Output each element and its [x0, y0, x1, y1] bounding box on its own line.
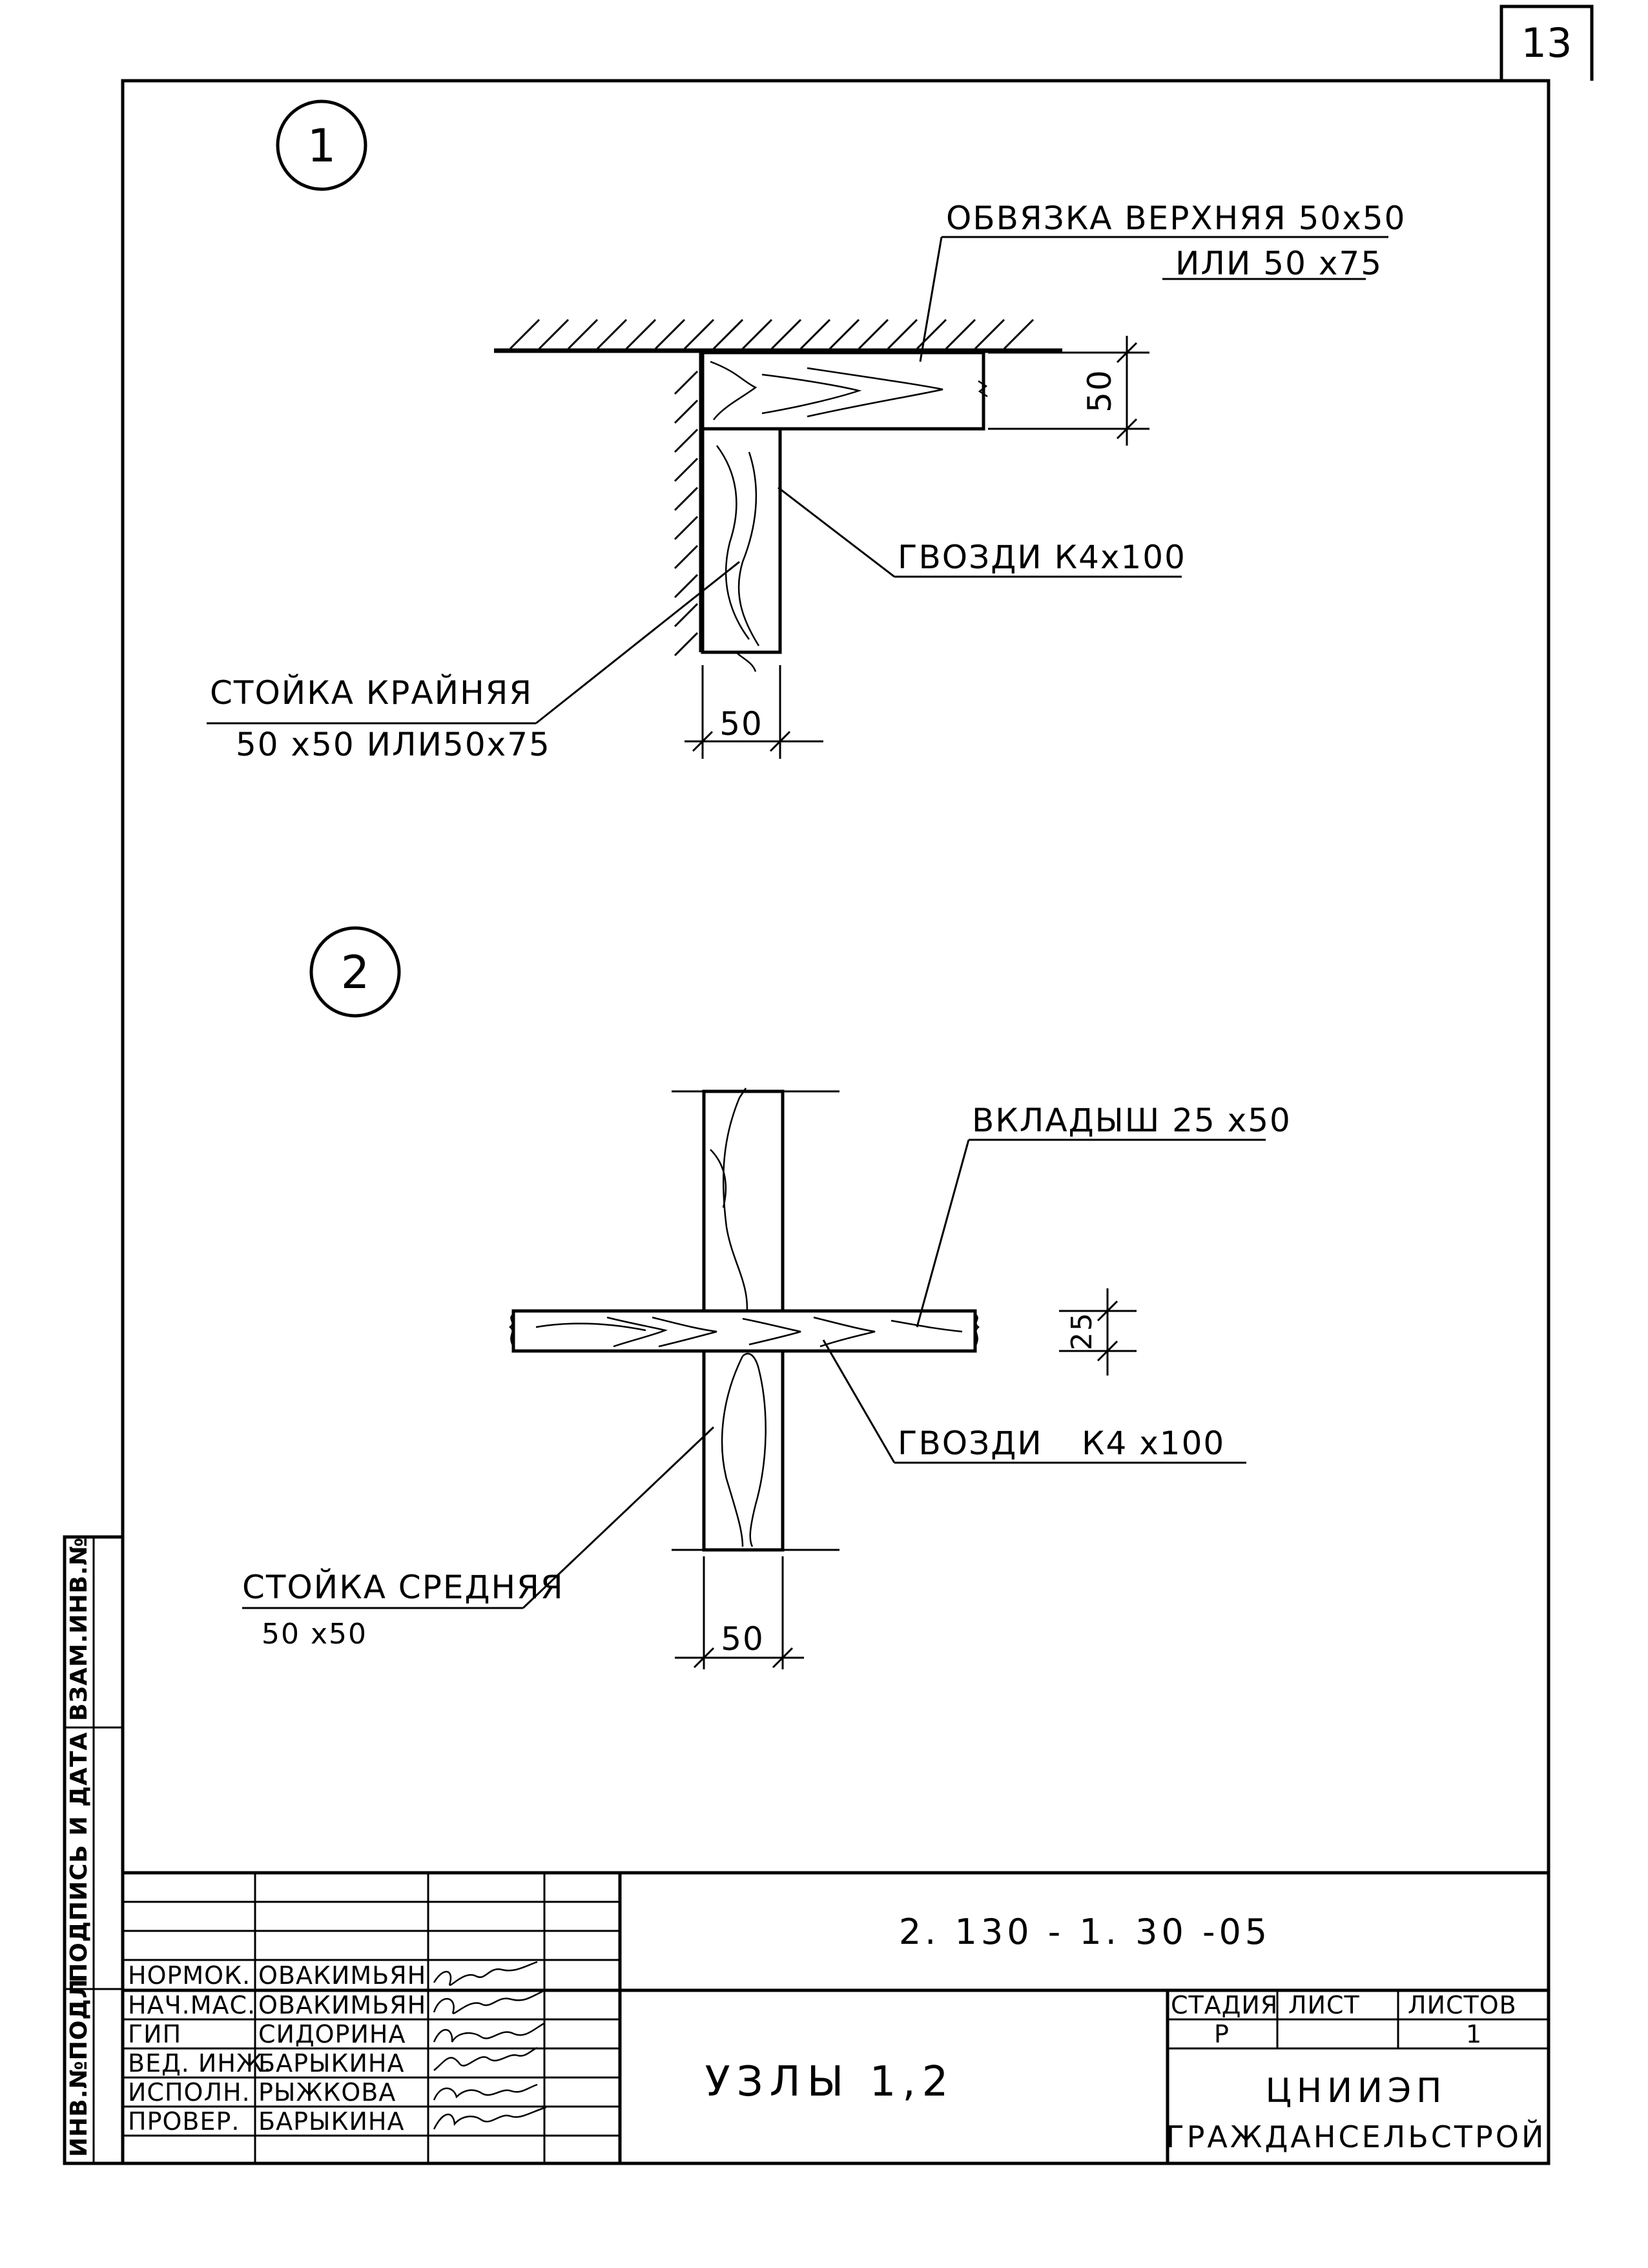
svg-text:ИСПОЛН.: ИСПОЛН.: [128, 2078, 251, 2107]
svg-text:50: 50: [719, 705, 763, 743]
node-2-horizontal-dimension: 50: [675, 1556, 804, 1669]
svg-text:50: 50: [1081, 369, 1118, 413]
approval-rows: НОРМОК. ОВАКИМЬЯН НАЧ.МАС. ОВАКИМЬЯН ГИП…: [128, 1961, 426, 2136]
svg-text:БАРЫКИНА: БАРЫКИНА: [258, 2107, 404, 2136]
node-1-marker: 1: [276, 99, 367, 191]
node-2-nails-callout: ГВОЗДИ К4 х100: [822, 1339, 1246, 1464]
svg-text:БАРЫКИНА: БАРЫКИНА: [258, 2049, 404, 2077]
svg-text:25: 25: [1066, 1312, 1098, 1350]
node-2-nails-label: ГВОЗДИ: [898, 1425, 1043, 1462]
title-block: НОРМОК. ОВАКИМЬЯН НАЧ.МАС. ОВАКИМЬЯН ГИП…: [123, 1871, 1549, 2163]
node-1-nails-callout: ГВОЗДИ К4х100: [778, 486, 1186, 578]
sheets-value: 1: [1466, 2020, 1482, 2048]
svg-text:2: 2: [341, 946, 370, 999]
node-2-nails-size-label: К4 х100: [1082, 1425, 1225, 1462]
node-2: 2: [242, 926, 1292, 1669]
drawing-frame: [121, 79, 1550, 2165]
node-1: 1: [207, 99, 1406, 763]
top-rail-label-alt: ИЛИ 50 х75: [1175, 245, 1383, 282]
stage-header: СТАДИЯ: [1171, 1991, 1278, 2019]
node-1-nails-label: ГВОЗДИ К4х100: [898, 539, 1186, 576]
sheets-header: ЛИСТОВ: [1408, 1991, 1517, 2019]
document-code: 2. 130 - 1. 30 -05: [899, 1912, 1271, 1952]
svg-text:РЫЖКОВА: РЫЖКОВА: [258, 2078, 396, 2107]
end-post-beam: [701, 427, 782, 672]
insert-label: ВКЛАДЫШ 25 х50: [972, 1102, 1292, 1139]
inv-podl-label: ИНВ.№ПОДЛ: [66, 1979, 92, 2157]
middle-post-callout: СТОЙКА СРЕДНЯЯ 50 х50: [242, 1426, 715, 1651]
insert-callout: ВКЛАДЫШ 25 х50: [916, 1102, 1292, 1328]
middle-post-label: СТОЙКА СРЕДНЯЯ: [242, 1568, 564, 1606]
svg-text:1: 1: [307, 119, 336, 172]
svg-text:СИДОРИНА: СИДОРИНА: [258, 2020, 406, 2048]
svg-text:ОВАКИМЬЯН: ОВАКИМЬЯН: [258, 1991, 426, 2019]
side-stamp: ИНВ.№ПОДЛ ПОДПИСЬ И ДАТА ВЗАМ.ИНВ.№: [63, 1535, 125, 2165]
signature-date-label: ПОДПИСЬ И ДАТА: [66, 1732, 92, 1983]
insert-beam: [509, 1309, 980, 1353]
node-1-vertical-dimension: 50: [988, 336, 1149, 446]
middle-post-size-label: 50 х50: [262, 1618, 367, 1651]
end-post-label: СТОЙКА КРАЙНЯЯ: [210, 674, 533, 712]
sheet-header: ЛИСТ: [1288, 1991, 1360, 2019]
svg-text:НАЧ.МАС.: НАЧ.МАС.: [128, 1991, 256, 2019]
end-post-callout: СТОЙКА КРАЙНЯЯ 50 х50 ИЛИ50х75: [207, 561, 740, 763]
top-rail-beam: [701, 351, 988, 431]
svg-text:ПРОВЕР.: ПРОВЕР.: [128, 2107, 240, 2136]
top-rail-label: ОБВЯЗКА ВЕРХНЯЯ 50х50: [946, 200, 1406, 237]
sheet-number: 13: [1521, 19, 1572, 67]
svg-text:50: 50: [721, 1620, 765, 1658]
stage-value: Р: [1214, 2020, 1230, 2048]
organization-line-1: ЦНИИЭП: [1266, 2072, 1447, 2110]
ceiling-surface: [494, 318, 1062, 353]
top-rail-callout: ОБВЯЗКА ВЕРХНЯЯ 50х50 ИЛИ 50 х75: [919, 200, 1406, 362]
end-post-size-label: 50 х50 ИЛИ50х75: [236, 726, 551, 763]
svg-text:ГИП: ГИП: [128, 2020, 181, 2048]
svg-text:ВЕД. ИНЖ.: ВЕД. ИНЖ.: [128, 2049, 272, 2077]
node-1-horizontal-dimension: 50: [685, 665, 823, 759]
node-2-vertical-dimension: 25: [1059, 1288, 1137, 1376]
sheet-number-box: 13: [1499, 5, 1594, 81]
vzam-inv-label: ВЗАМ.ИНВ.№: [66, 1537, 92, 1721]
organization-line-2: ГРАЖДАНСЕЛЬСТРОЙ: [1166, 2119, 1547, 2154]
svg-text:ОВАКИМЬЯН: ОВАКИМЬЯН: [258, 1961, 426, 1990]
signatures: [433, 1961, 547, 2130]
node-2-marker: 2: [309, 926, 401, 1018]
wall-surface: [674, 351, 703, 657]
svg-text:НОРМОК.: НОРМОК.: [128, 1961, 251, 1990]
sheet-title: УЗЛЫ 1,2: [705, 2058, 955, 2106]
